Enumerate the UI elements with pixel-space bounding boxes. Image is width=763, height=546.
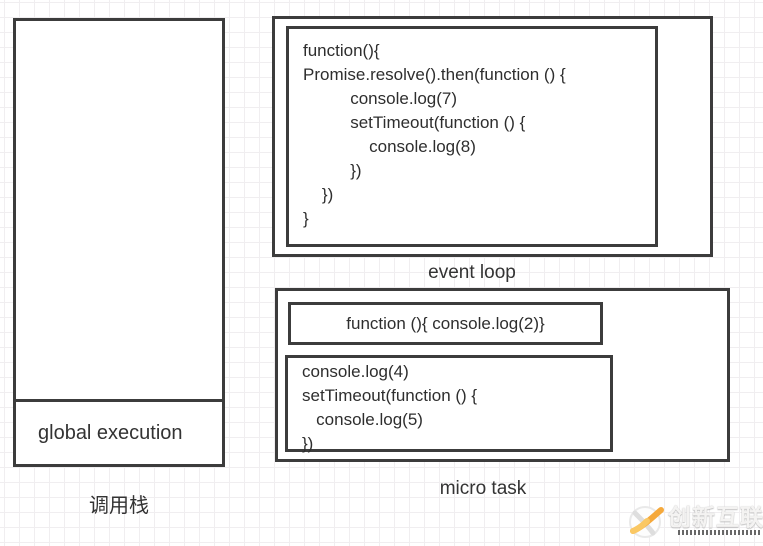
watermark-logo-icon	[629, 506, 664, 538]
event-loop-code-box: function(){ Promise.resolve().then(funct…	[286, 26, 658, 247]
watermark-brand-text: 创新互联	[668, 504, 763, 530]
watermark-fineprint-bar	[678, 530, 762, 535]
global-execution-frame: global execution	[13, 399, 225, 467]
micro-task-2-code: console.log(4) setTimeout(function () { …	[302, 362, 478, 453]
call-stack-label: 调用栈	[89, 495, 149, 517]
micro-task-1-code: function (){ console.log(2)}	[346, 313, 545, 333]
watermark: 创新互联	[628, 500, 763, 542]
event-loop-box: function(){ Promise.resolve().then(funct…	[272, 16, 713, 257]
micro-task-item-1: function (){ console.log(2)}	[288, 302, 603, 345]
global-execution-label: global execution	[38, 421, 183, 444]
micro-task-label: micro task	[439, 478, 527, 499]
event-loop-label: event loop	[428, 262, 516, 283]
call-stack-box: global execution	[13, 18, 225, 467]
micro-task-box: function (){ console.log(2)} console.log…	[275, 288, 730, 462]
event-loop-code: function(){ Promise.resolve().then(funct…	[303, 41, 566, 228]
micro-task-item-2: console.log(4) setTimeout(function () { …	[285, 355, 613, 453]
